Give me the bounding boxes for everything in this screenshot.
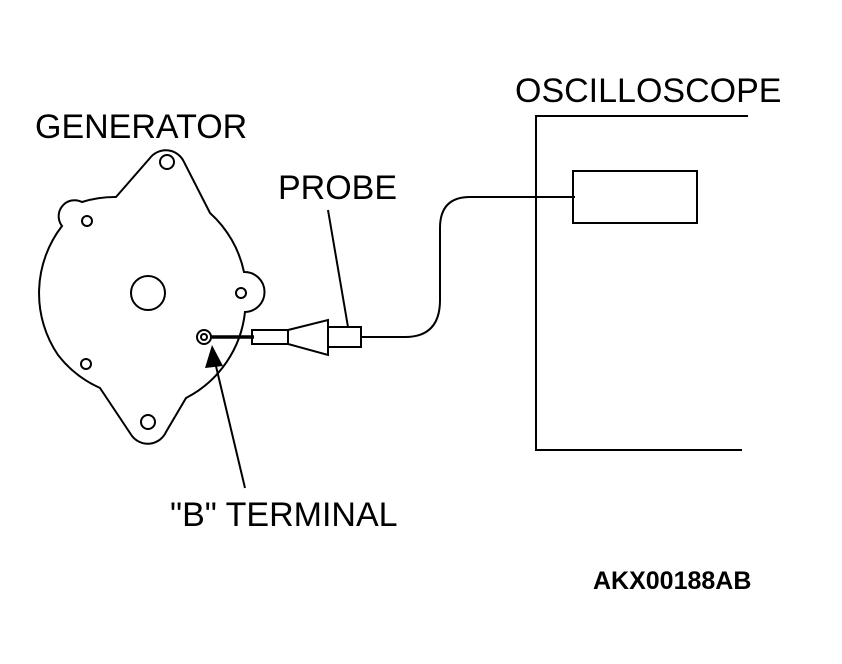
- generator-shaft: [130, 275, 166, 311]
- generator: [38, 149, 266, 445]
- generator-bolt-hole-left-top: [81, 215, 93, 227]
- b-terminal-label: "B" TERMINAL: [170, 496, 398, 534]
- b-terminal-leader-line: [214, 361, 246, 489]
- probe: [211, 318, 362, 357]
- generator-bolt-hole-right: [235, 287, 247, 299]
- generator-mount-hole-top: [159, 154, 175, 170]
- oscilloscope-input-connector: [572, 170, 698, 224]
- generator-label: GENERATOR: [35, 108, 247, 146]
- oscilloscope: [535, 115, 748, 451]
- probe-body: [287, 318, 329, 357]
- oscilloscope-label: OSCILLOSCOPE: [515, 72, 781, 110]
- b-terminal-arrowhead: [205, 345, 223, 368]
- figure-code: AKX00188AB: [593, 567, 751, 595]
- b-terminal-outer: [196, 329, 212, 345]
- probe-label: PROBE: [278, 169, 397, 207]
- probe-leader-line: [327, 209, 349, 328]
- generator-mount-hole-bottom: [140, 414, 156, 430]
- generator-bolt-hole-left-bottom: [80, 358, 92, 370]
- generator-housing: [38, 149, 266, 445]
- b-terminal-inner: [200, 333, 208, 341]
- probe-tip-sleeve: [251, 329, 289, 345]
- probe-cable: [361, 196, 575, 338]
- probe-handle: [327, 326, 362, 348]
- oscilloscope-outline: [535, 115, 748, 451]
